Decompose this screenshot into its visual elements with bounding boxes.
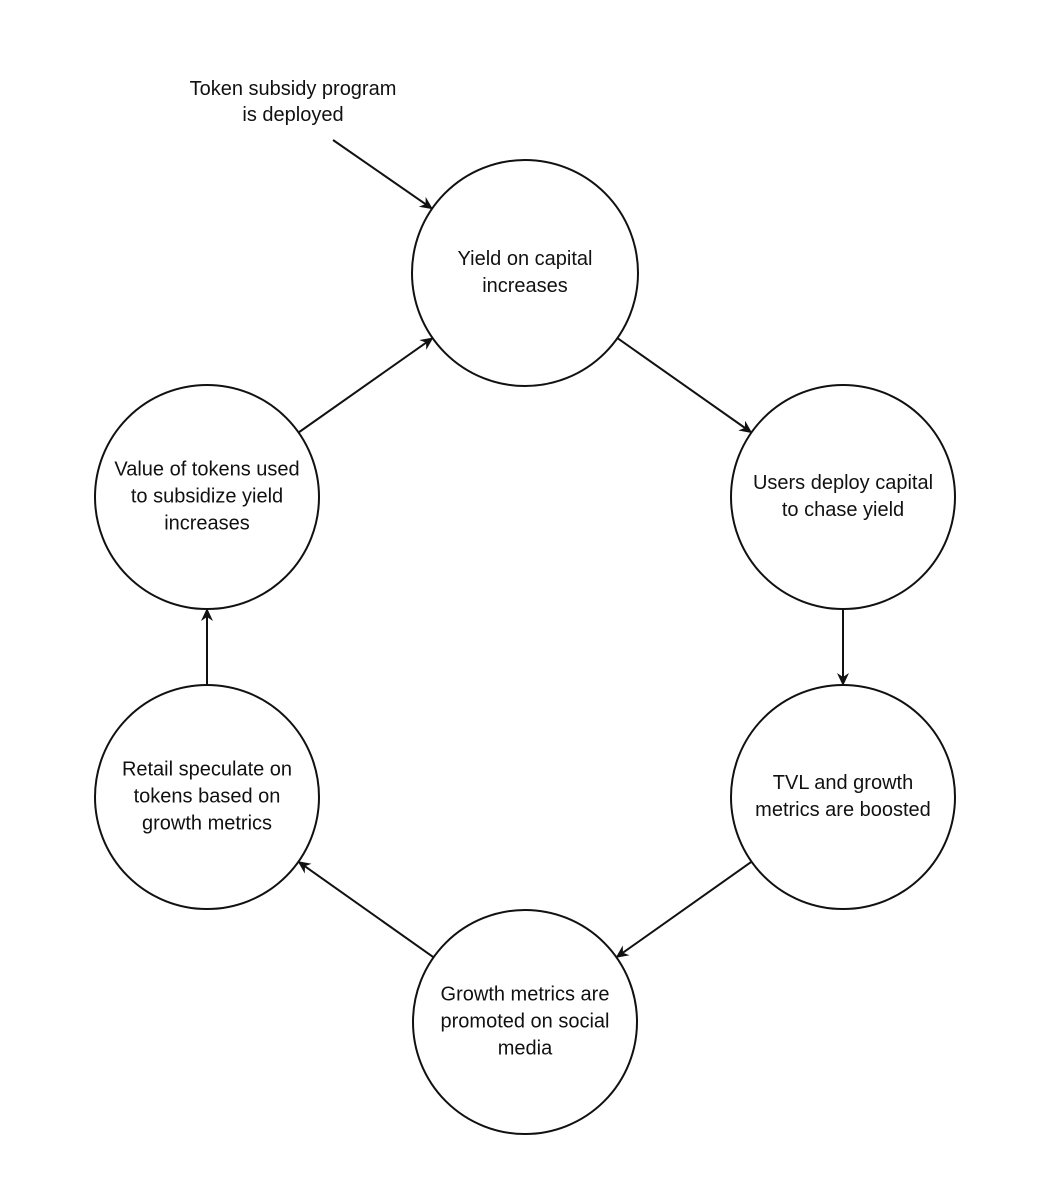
node-tvl [730,684,956,910]
node-label-line: Retail speculate on [121,758,293,781]
node-label-promote: Growth metrics are promoted on social medi… [415,982,635,1063]
node-label-yield: Yield on capital increases [415,246,635,300]
arrow-start-to-yield [332,139,433,210]
node-label-line: increases [482,275,568,297]
node-label-line: promoted on social [440,1010,610,1033]
arrow-tvl-to-promote [615,860,753,959]
node-label-line: growth metrics [141,812,273,835]
start-label: Token subsidy program is deployed [143,76,443,128]
node-deploy [730,384,956,610]
node-label-line: increases [164,512,250,535]
node-label-line: tokens based on [133,785,281,808]
arrow-promote-to-retail [297,860,435,959]
node-label-retail: Retail speculate on tokens based on growth… [97,757,317,838]
node-label-line: Yield on capital [457,248,593,270]
node-label-line: to chase yield [781,499,905,521]
start-label-line: Token subsidy program [189,78,397,100]
node-label-line: Growth metrics are [440,983,610,1006]
node-label-line: Users deploy capital [752,472,934,494]
start-label-line: is deployed [242,104,344,126]
node-label-tvl: TVL and growth metrics are boosted [733,770,953,824]
node-yield [411,159,639,387]
node-label-line: Value of tokens used [114,458,300,481]
node-promote [412,909,638,1135]
node-label-line: metrics are boosted [755,799,931,821]
node-label-line: media [497,1037,553,1060]
node-label-value: Value of tokens used to subsidize yield in… [97,457,317,538]
node-label-deploy: Users deploy capital to chase yield [733,470,953,524]
node-label-line: to subsidize yield [130,485,284,508]
arrow-value-to-yield [297,337,434,434]
node-value [94,384,320,610]
node-retail [94,684,320,910]
arrow-yield-to-deploy [616,337,753,434]
node-label-line: TVL and growth [772,772,914,794]
